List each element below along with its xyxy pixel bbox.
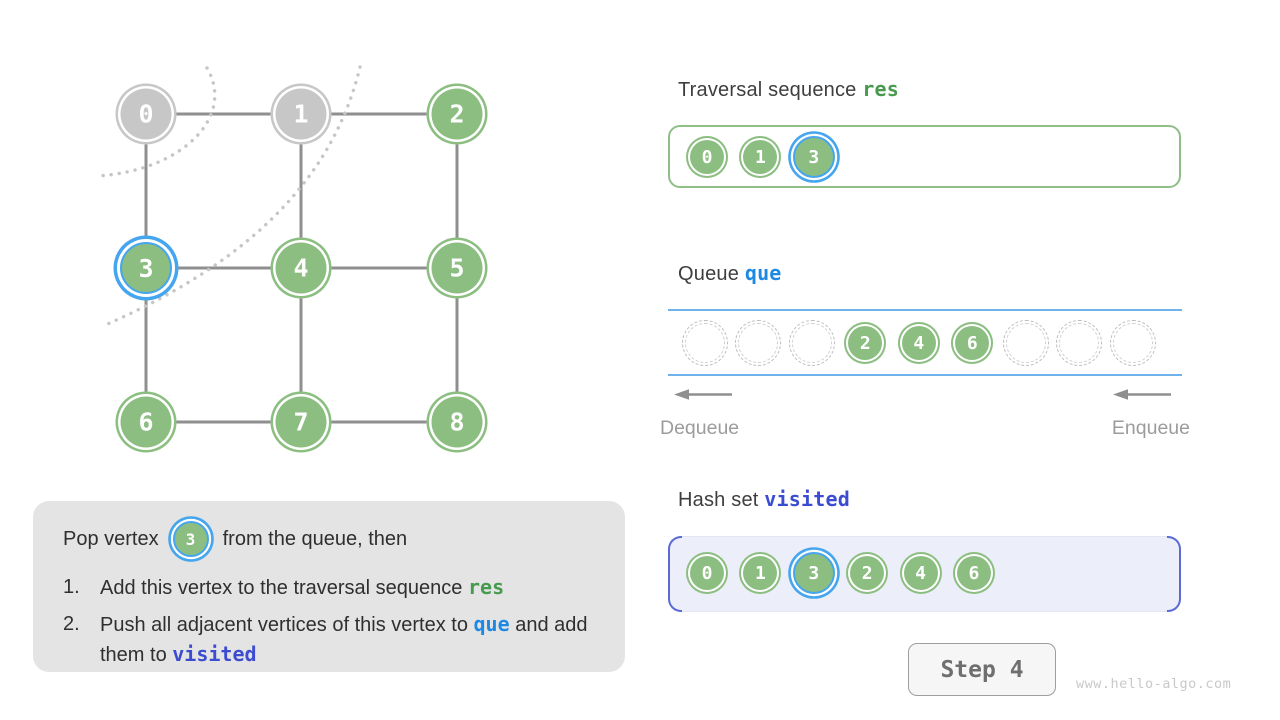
empty-slot-icon xyxy=(681,320,728,366)
hashset-title: Hash set visited xyxy=(678,487,850,512)
que-code-label: que xyxy=(744,261,782,285)
visited-chip: 2 xyxy=(846,552,889,594)
dequeue-arrow-icon xyxy=(674,388,732,401)
traversal-chip: 0 xyxy=(686,136,728,178)
queue-slot: 2 xyxy=(839,316,893,370)
note-visited-code: visited xyxy=(172,642,257,666)
visited-chip-row: 0 1 3 2 4 6 xyxy=(686,552,995,594)
visited-code-label: visited xyxy=(764,487,850,511)
graph-vertex-3-current: 3 xyxy=(120,242,172,294)
empty-slot-icon xyxy=(788,320,835,366)
queue-chip: 2 xyxy=(844,322,887,364)
queue-slot xyxy=(732,316,786,370)
visited-chip: 4 xyxy=(899,552,942,594)
note-res-code: res xyxy=(467,575,505,599)
note-intro-suffix: from the queue, then xyxy=(222,527,408,550)
note-vertex-chip: 3 xyxy=(172,521,209,557)
note-step-1-text: Add this vertex to the traversal sequenc… xyxy=(100,573,504,603)
res-code-label: res xyxy=(862,77,900,101)
queue-title: Queue que xyxy=(678,261,782,286)
empty-slot-icon xyxy=(1002,320,1049,366)
queue-slot xyxy=(678,316,732,370)
graph-vertex-8: 8 xyxy=(426,391,488,453)
queue-slot: 6 xyxy=(946,316,1000,370)
enqueue-arrow-icon xyxy=(1113,388,1171,401)
queue-slot xyxy=(1053,316,1107,370)
traversal-chip: 1 xyxy=(739,136,782,178)
note-step-2-number: 2. xyxy=(63,613,80,635)
queue-slot-row: 2 4 6 xyxy=(678,316,1160,370)
graph-vertex-2: 2 xyxy=(426,83,488,145)
traversal-title: Traversal sequence res xyxy=(678,77,899,102)
graph-vertex-4: 4 xyxy=(270,237,332,299)
note-step-1-body: Add this vertex to the traversal sequenc… xyxy=(100,577,468,599)
enqueue-label: Enqueue xyxy=(1111,417,1190,439)
note-intro-prefix: Pop vertex xyxy=(63,527,159,550)
dequeue-label: Dequeue xyxy=(660,417,740,439)
queue-slot xyxy=(999,316,1053,370)
graph-vertex-6: 6 xyxy=(115,391,177,453)
queue-title-text: Queue xyxy=(678,263,740,285)
note-intro: Pop vertex 3 from the queue, then xyxy=(63,517,601,561)
note-step-1: 1. Add this vertex to the traversal sequ… xyxy=(63,573,601,603)
graph-vertex-7: 7 xyxy=(270,391,332,453)
step-button[interactable]: Step 4 xyxy=(908,643,1056,696)
explanation-panel: Pop vertex 3 from the queue, then 1. Add… xyxy=(33,501,625,672)
note-step-2-body-1: Push all adjacent vertices of this verte… xyxy=(100,614,474,636)
queue-chip: 4 xyxy=(897,322,940,364)
traversal-title-text: Traversal sequence xyxy=(678,79,857,101)
note-step-2-body-2: and add them to xyxy=(100,614,588,666)
note-step-1-number: 1. xyxy=(63,576,80,598)
graph-vertex-0: 0 xyxy=(115,83,177,145)
queue-slot xyxy=(785,316,839,370)
empty-slot-icon xyxy=(735,320,782,366)
queue-slot: 4 xyxy=(892,316,946,370)
graph-vertex-5: 5 xyxy=(426,237,488,299)
note-steps: 1. Add this vertex to the traversal sequ… xyxy=(63,573,601,670)
visited-chip: 1 xyxy=(739,552,782,594)
note-step-2-text: Push all adjacent vertices of this verte… xyxy=(100,610,601,670)
visited-chip-current: 3 xyxy=(792,552,835,594)
hashset-title-text: Hash set xyxy=(678,489,759,511)
note-step-2: 2. Push all adjacent vertices of this ve… xyxy=(63,610,601,670)
visited-chip: 6 xyxy=(952,552,995,594)
empty-slot-icon xyxy=(1056,320,1103,366)
graph-vertex-1: 1 xyxy=(270,83,332,145)
visited-chip: 0 xyxy=(686,552,728,594)
right-bracket-icon xyxy=(1167,536,1181,612)
queue-track-bottom-line xyxy=(668,374,1182,376)
queue-slot xyxy=(1106,316,1160,370)
queue-chip: 6 xyxy=(951,322,994,364)
left-bracket-icon xyxy=(668,536,682,612)
note-que-code: que xyxy=(473,612,510,636)
watermark: www.hello-algo.com xyxy=(1076,676,1232,692)
empty-slot-icon xyxy=(1109,320,1156,366)
traversal-chip-row: 0 1 3 xyxy=(686,136,835,178)
traversal-chip-current: 3 xyxy=(792,136,835,178)
queue-track-top-line xyxy=(668,309,1182,311)
